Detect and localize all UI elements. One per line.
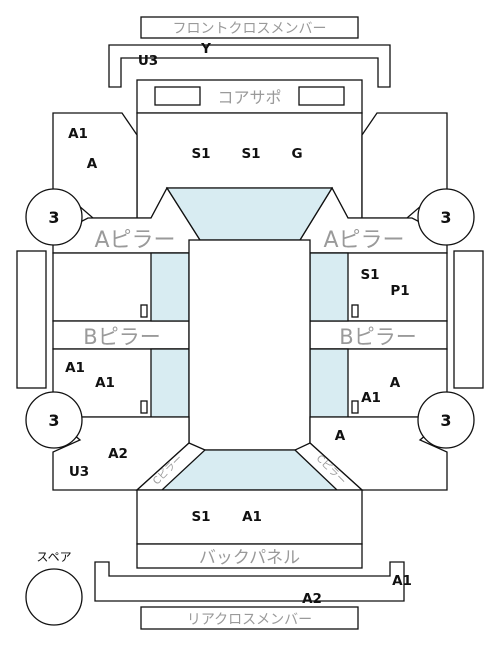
b-pillar-right: [309, 320, 448, 350]
a-pillar-right-label: Aピラー: [323, 228, 404, 253]
grade-front-left-fender-2: A: [87, 156, 98, 172]
grade-rear-left-door-2: A1: [95, 375, 115, 391]
grade-hood-2: S1: [241, 146, 260, 162]
grade-rear-left-quarter-1: A2: [108, 446, 128, 462]
grade-rear-right-door-1: A: [390, 375, 401, 391]
core-support-label: コアサポ: [217, 88, 281, 107]
rear-cross-member-frame: [94, 561, 405, 602]
rear-left-window: [150, 348, 190, 418]
front-left-tire-grade: 3: [48, 208, 59, 227]
grade-rear-left-door-1: A1: [65, 360, 85, 376]
front-cross-member-frame: [108, 44, 391, 88]
front-cross-member-label: フロントクロスメンバー: [173, 21, 327, 37]
a-pillar-left-label: Aピラー: [94, 228, 175, 253]
rear-right-tire-grade: 3: [440, 411, 451, 430]
core-support-right-slot: [298, 86, 345, 106]
grade-front-cross-member: Y: [200, 41, 211, 57]
spare-tire: [25, 568, 83, 626]
front-left-door-handle: [140, 304, 148, 318]
grade-rear-right-quarter: A: [335, 428, 346, 444]
grade-trunk-2: A1: [242, 509, 262, 525]
front-right-door-handle: [351, 304, 359, 318]
b-pillar-left: [52, 320, 190, 350]
front-right-window: [309, 252, 349, 322]
back-panel-box: [136, 543, 363, 569]
rear-cross-member-box: [140, 606, 359, 630]
front-left-window: [150, 252, 190, 322]
grade-rear-cross-member-2: A2: [302, 591, 322, 607]
trunk-lid: [136, 489, 363, 545]
grade-front-right-door-1: S1: [360, 267, 379, 283]
rear-cross-member-label: リアクロスメンバー: [187, 612, 312, 628]
front-right-tire-grade: 3: [440, 208, 451, 227]
right-rocker-sill: [453, 250, 484, 389]
grade-front-right-door-2: P1: [390, 283, 409, 299]
rear-right-tire: [417, 391, 475, 449]
grade-rear-left-quarter-2: U3: [69, 464, 89, 480]
front-cross-member-box: [140, 16, 359, 39]
left-rocker-sill: [16, 250, 47, 389]
rear-left-tire-grade: 3: [48, 411, 59, 430]
grade-front-left-fender-1: A1: [68, 126, 88, 142]
roof-panel: [188, 239, 311, 451]
rear-left-door-handle: [140, 400, 148, 414]
rear-left-quarter: [51, 416, 190, 491]
grade-front-cross-member-lower: U3: [138, 53, 158, 69]
grade-hood-3: G: [291, 146, 302, 162]
grade-rear-right-door-2: A1: [361, 390, 381, 406]
back-panel-label: バックパネル: [199, 548, 300, 568]
rear-right-door-handle: [351, 400, 359, 414]
spare-label: スペア: [36, 550, 71, 564]
grade-trunk-1: S1: [191, 509, 210, 525]
b-pillar-right-label: Bピラー: [339, 325, 416, 349]
front-right-tire: [417, 188, 475, 246]
front-right-fender: [361, 112, 448, 219]
grade-rear-cross-member-1: A1: [392, 573, 412, 589]
b-pillar-left-label: Bピラー: [83, 325, 160, 349]
grade-hood-1: S1: [191, 146, 210, 162]
core-support-left-slot: [154, 86, 201, 106]
rear-right-window: [309, 348, 349, 418]
rear-left-tire: [25, 391, 83, 449]
front-left-tire: [25, 188, 83, 246]
